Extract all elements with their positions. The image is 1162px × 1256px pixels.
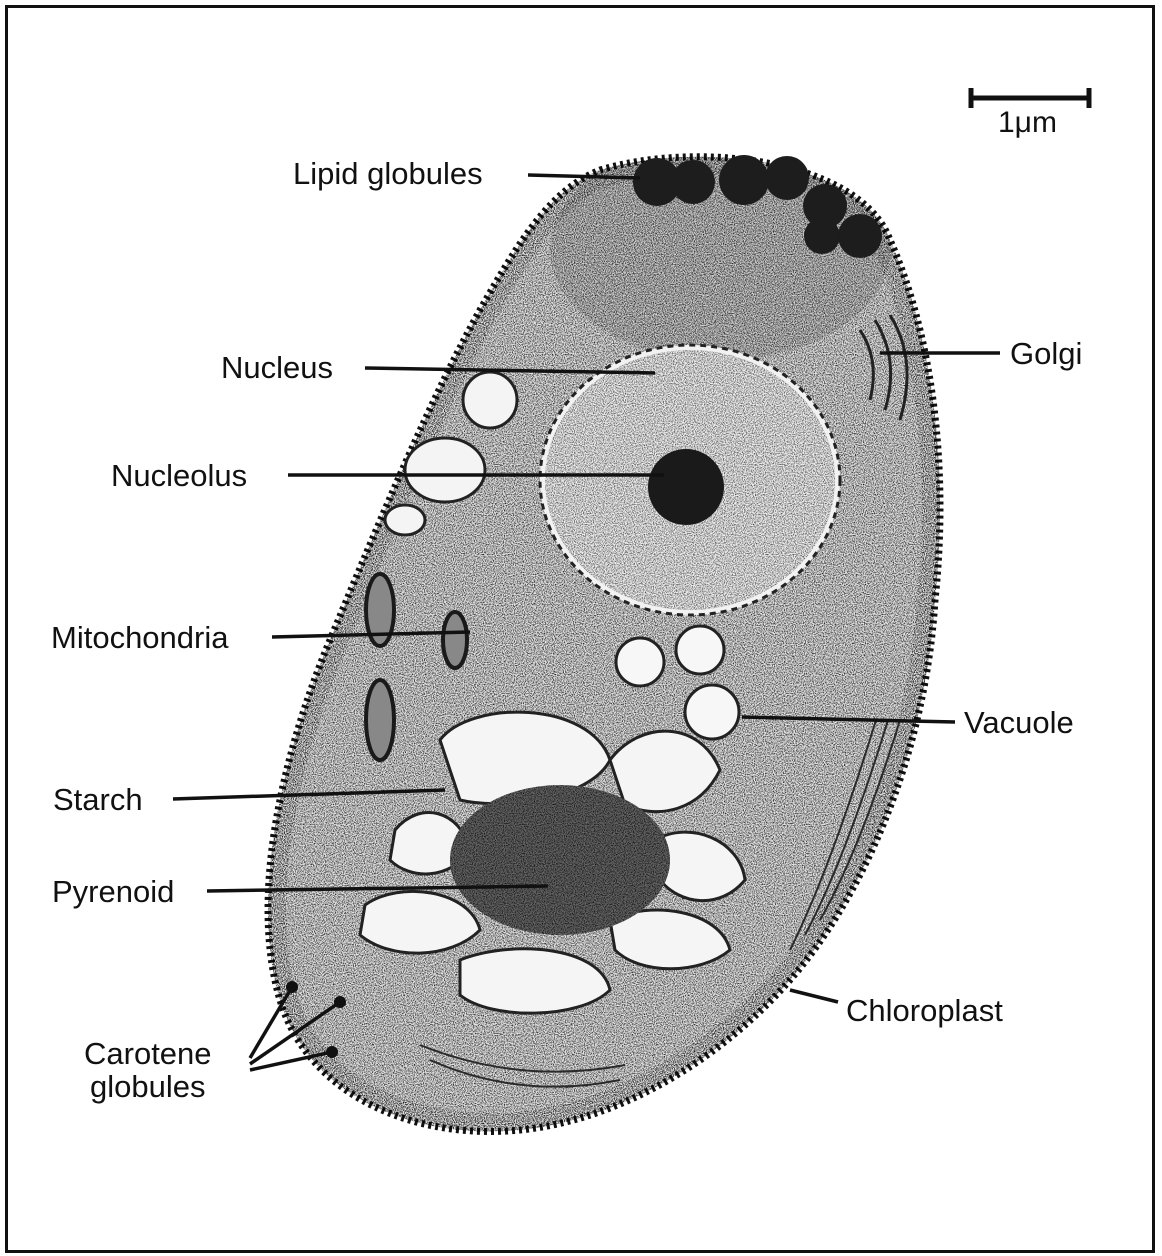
label-carotene-line1: Carotene	[84, 1038, 212, 1071]
label-mitochondria: Mitochondria	[51, 622, 228, 653]
scale-bar	[970, 88, 1090, 108]
label-nucleus: Nucleus	[221, 352, 333, 383]
scale-bar-label: 1μm	[998, 108, 1057, 138]
label-nucleolus: Nucleolus	[111, 460, 247, 491]
label-pyrenoid: Pyrenoid	[52, 876, 174, 907]
label-vacuole: Vacuole	[964, 707, 1074, 738]
leader-chloroplast	[790, 990, 838, 1002]
label-chloroplast: Chloroplast	[846, 995, 1003, 1026]
label-starch: Starch	[53, 784, 143, 815]
label-golgi: Golgi	[1010, 338, 1082, 369]
nucleolus	[648, 449, 724, 525]
label-carotene-line2: globules	[84, 1071, 212, 1104]
pyrenoid	[450, 785, 670, 935]
label-carotene-globules: Carotene globules	[84, 1038, 212, 1103]
label-lipid-globules: Lipid globules	[293, 158, 483, 189]
